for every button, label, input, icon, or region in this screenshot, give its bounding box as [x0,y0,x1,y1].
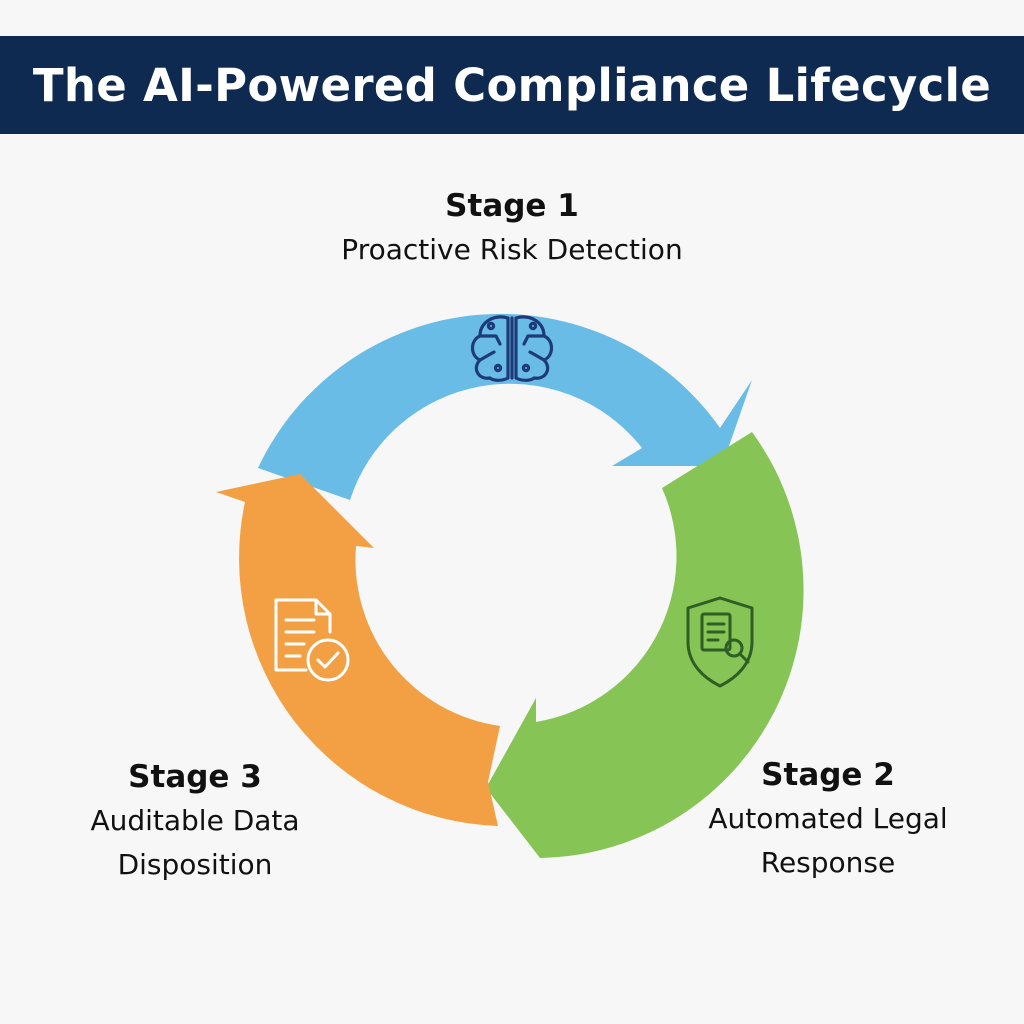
stage-3-arrow [216,474,500,826]
stage-1-arrow [258,313,752,500]
stage-1-number: Stage 1 [445,188,579,224]
page-title: The AI-Powered Compliance Lifecycle [32,58,992,112]
brain-circuit-icon [470,315,554,382]
stage-2-name: Automated Legal Response [708,802,948,879]
stage-3-number: Stage 3 [128,759,262,795]
stage-1-label: Stage 1 Proactive Risk Detection [312,184,712,272]
stage-3-name: Auditable Data Disposition [90,804,300,881]
stage-2-label: Stage 2 Automated Legal Response [672,753,984,885]
title-banner: The AI-Powered Compliance Lifecycle [0,36,1024,134]
stage-2-number: Stage 2 [761,757,895,793]
document-check-icon [274,598,350,682]
shield-document-search-icon [686,596,754,688]
stage-3-label: Stage 3 Auditable Data Disposition [40,755,350,887]
stage-1-name: Proactive Risk Detection [341,233,683,266]
stage-2-arrow [486,432,804,858]
